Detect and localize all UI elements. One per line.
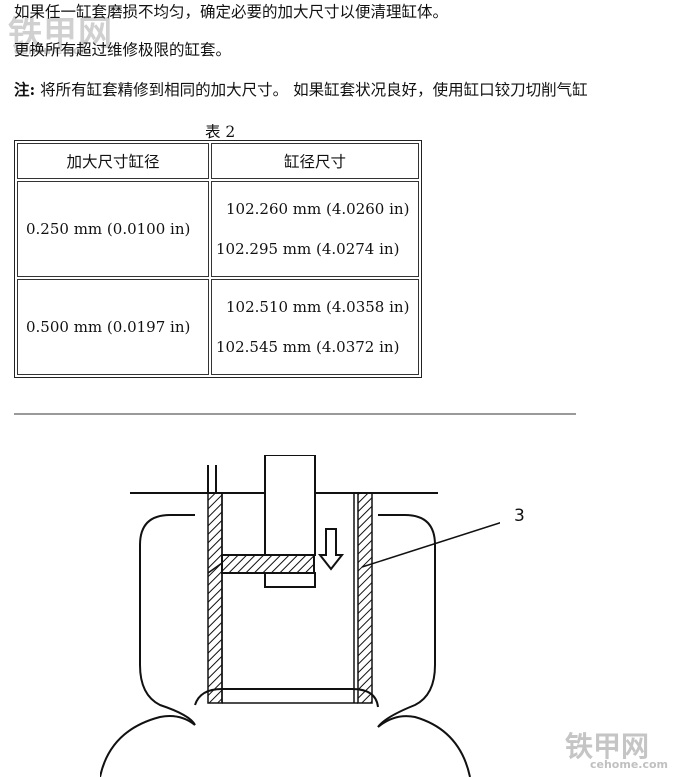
watermark-top-url: cehome.com [14,44,93,57]
section-divider [14,413,576,415]
bore-min: 102.260 mm (4.0260 in) [226,200,410,218]
table-header-row: 加大尺寸缸径 缸径尺寸 [17,143,419,179]
note-text: 将所有缸套精修到相同的加大尺寸。 如果缸套状况良好，使用缸口铰刀切削气缸 [35,81,588,99]
watermark-top: 铁甲网 [8,14,113,54]
note-line: 注: 将所有缸套精修到相同的加大尺寸。 如果缸套状况良好，使用缸口铰刀切削气缸 [14,80,588,100]
cell-bore-size: 102.510 mm (4.0358 in) 102.545 mm (4.037… [211,279,419,375]
header-bore-size: 缸径尺寸 [211,143,419,179]
cell-bore-size: 102.260 mm (4.0260 in) 102.295 mm (4.027… [211,181,419,277]
cylinder-liner-diagram [100,455,500,777]
block-bottom-left-curve [100,715,196,777]
cell-oversize: 0.250 mm (0.0100 in) [17,181,209,277]
table-row: 0.250 mm (0.0100 in) 102.260 mm (4.0260 … [17,181,419,277]
arrow-down-icon [317,528,345,571]
instruction-line-1: 如果任一缸套磨损不均匀，确定必要的加大尺寸以便清理缸体。 [14,3,449,21]
liner-wall-right [357,492,373,704]
bore-max: 102.295 mm (4.0274 in) [216,240,400,258]
liner-wall-left [207,492,223,704]
reamer-cutter [221,554,315,574]
bore-min: 102.510 mm (4.0358 in) [226,298,410,316]
instruction-line-2: 更换所有超过维修极限的缸套。 [14,41,232,59]
callout-leader-line [361,522,500,568]
reamer-shaft [264,455,316,556]
block-left-outline [139,514,196,726]
note-label: 注: [14,80,36,99]
oversize-table: 加大尺寸缸径 缸径尺寸 0.250 mm (0.0100 in) 102.260… [14,140,422,378]
header-oversize: 加大尺寸缸径 [17,143,209,179]
block-right-outline [377,514,436,728]
cell-oversize: 0.500 mm (0.0197 in) [17,279,209,375]
watermark-bottom-url: cehome.com [590,758,669,771]
reamer-hub [264,572,316,588]
watermark-bottom: 铁甲网 [565,730,650,763]
callout-number: 3 [514,506,525,526]
lower-casing [194,688,379,708]
block-bottom-right-curve [377,715,471,777]
table-row: 0.500 mm (0.0197 in) 102.510 mm (4.0358 … [17,279,419,375]
table-caption: 表 2 [205,123,236,141]
bore-max: 102.545 mm (4.0372 in) [216,338,400,356]
